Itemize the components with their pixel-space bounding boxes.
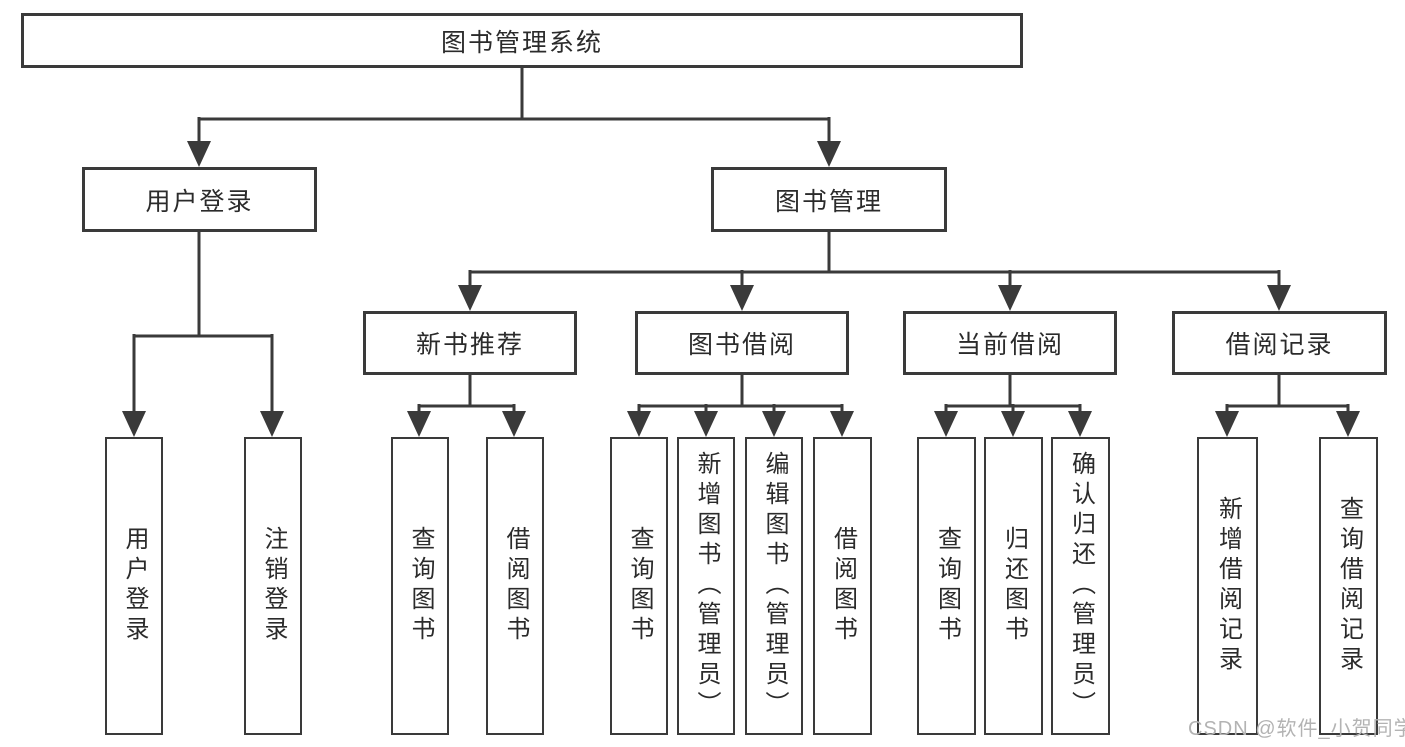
node-current-borrowing-label: 当前借阅 <box>955 331 1064 359</box>
node-book-borrowing-label: 图书借阅 <box>687 331 796 359</box>
node-root: 图书管理系统 <box>21 13 1023 68</box>
leaf-user-login: 用户登录 <box>105 437 163 735</box>
leaf-borrow-books-2-label: 借阅图书 <box>829 526 857 646</box>
leaf-query-borrow-record: 查询借阅记录 <box>1319 437 1378 735</box>
leaf-add-borrow-record: 新增借阅记录 <box>1197 437 1258 735</box>
leaf-return-book: 归还图书 <box>984 437 1043 735</box>
leaf-query-books-current-label: 查询图书 <box>933 526 961 646</box>
leaf-query-books-borrowing: 查询图书 <box>610 437 668 735</box>
node-new-book-recommend-label: 新书推荐 <box>415 331 524 359</box>
leaf-add-borrow-record-label: 新增借阅记录 <box>1214 496 1242 676</box>
leaf-query-borrow-record-label: 查询借阅记录 <box>1335 496 1363 676</box>
node-current-borrowing: 当前借阅 <box>903 311 1117 375</box>
leaf-query-books-current: 查询图书 <box>917 437 976 735</box>
leaf-confirm-return-admin: 确认归还（管理员） <box>1051 437 1110 735</box>
leaf-edit-book-admin-label: 编辑图书（管理员） <box>761 451 788 721</box>
leaf-borrow-books-recommend-label: 借阅图书 <box>502 526 529 646</box>
node-root-label: 图书管理系统 <box>440 28 603 57</box>
leaf-return-book-label: 归还图书 <box>1000 526 1028 646</box>
leaf-query-books-recommend: 查询图书 <box>391 437 449 735</box>
leaf-confirm-return-admin-label: 确认归还（管理员） <box>1067 451 1095 721</box>
node-user-login-label: 用户登录 <box>145 187 254 216</box>
node-book-management: 图书管理 <box>711 167 947 232</box>
node-user-login: 用户登录 <box>82 167 317 232</box>
node-book-management-label: 图书管理 <box>774 187 883 216</box>
node-borrow-records-label: 借阅记录 <box>1225 331 1334 359</box>
node-borrow-records: 借阅记录 <box>1172 311 1387 375</box>
leaf-edit-book-admin: 编辑图书（管理员） <box>745 437 803 735</box>
leaf-query-books-borrowing-label: 查询图书 <box>626 526 653 646</box>
leaf-add-book-admin: 新增图书（管理员） <box>677 437 735 735</box>
leaf-logout-label: 注销登录 <box>260 526 287 646</box>
watermark-text: CSDN @软件_小贺同学 <box>1188 718 1405 740</box>
leaf-add-book-admin-label: 新增图书（管理员） <box>693 451 720 721</box>
leaf-query-books-recommend-label: 查询图书 <box>407 526 434 646</box>
leaf-borrow-books-2: 借阅图书 <box>813 437 872 735</box>
node-new-book-recommend: 新书推荐 <box>363 311 577 375</box>
leaf-logout: 注销登录 <box>244 437 302 735</box>
leaf-borrow-books-recommend: 借阅图书 <box>486 437 544 735</box>
leaf-user-login-label: 用户登录 <box>121 526 148 646</box>
node-book-borrowing: 图书借阅 <box>635 311 849 375</box>
